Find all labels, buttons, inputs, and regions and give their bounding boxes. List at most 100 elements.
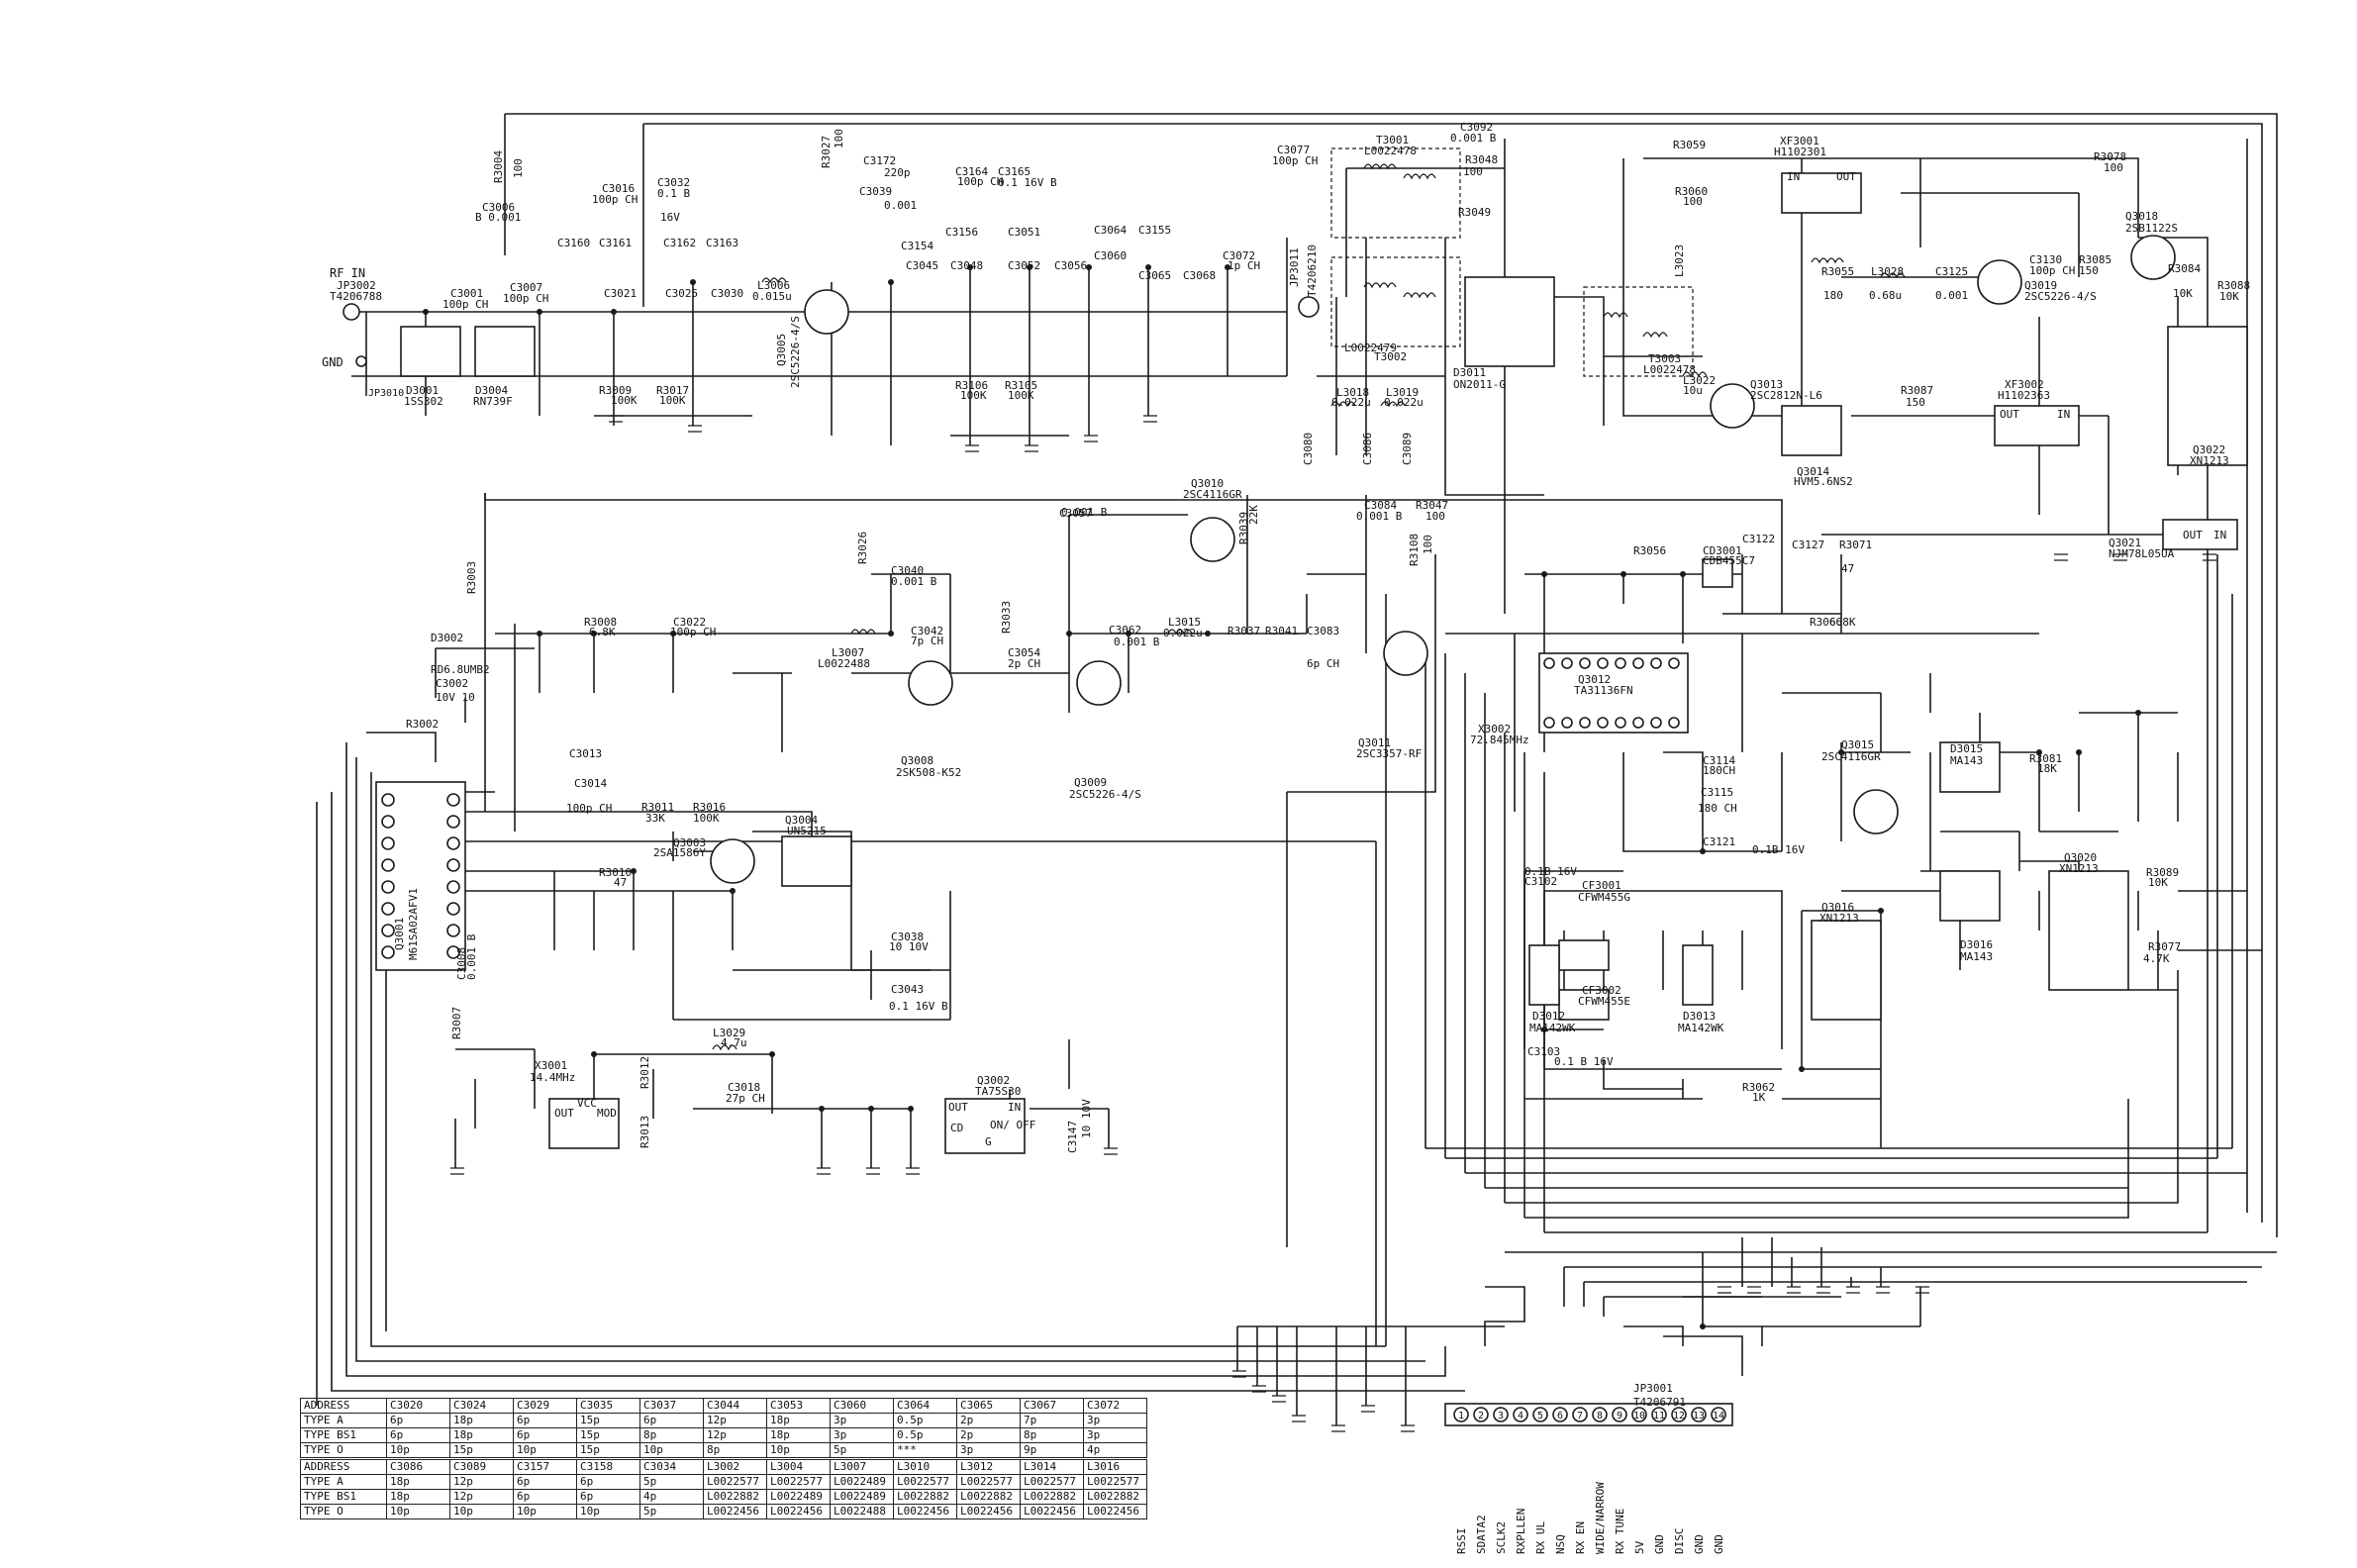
label-c3103: C3103 <box>1527 1045 1560 1058</box>
label-q3005p: 2SC5226-4/S <box>789 316 802 388</box>
label-c3065: C3065 <box>1138 269 1171 282</box>
table-cell: L0022456 <box>766 1504 831 1519</box>
table-cell: 10p <box>513 1442 577 1458</box>
label-c3038: C3038 <box>891 931 924 943</box>
label-c3162: C3162 <box>663 237 696 249</box>
connector-pin-label: RXPLLEN <box>1515 1508 1527 1554</box>
table-cell: *** <box>893 1442 957 1458</box>
rf-input-jack <box>343 303 360 321</box>
label-c3018: C3018 <box>728 1081 760 1094</box>
label-l3029v: 4.7u <box>721 1036 747 1049</box>
label-r3071v: 47 <box>1841 562 1854 575</box>
label-r3008: R3008 <box>584 616 617 629</box>
label-d3012p: MA142WK <box>1529 1022 1576 1034</box>
label-c3154: C3154 <box>901 240 933 252</box>
label-q3015: Q3015 <box>1841 738 1874 751</box>
table-header-cell: C3034 <box>639 1459 704 1475</box>
table-header-cell: C3029 <box>513 1398 577 1414</box>
label-c3014v: 100p CH <box>566 802 612 815</box>
label-d3016: D3016 <box>1960 938 1993 951</box>
label-d3004: D3004 <box>475 384 508 397</box>
label-r3039v: 22K <box>1247 505 1260 525</box>
label-c3060: C3060 <box>1094 249 1127 262</box>
table-cell: L0022577 <box>893 1474 957 1490</box>
table-header-cell: L3012 <box>956 1459 1021 1475</box>
label-c3103v: 0.1 B 16V <box>1554 1055 1614 1068</box>
label-q3022: Q3022 <box>2193 443 2225 456</box>
label-xf3001: XF3001 <box>1780 135 1819 147</box>
varactor-q3014 <box>1781 405 1842 456</box>
table-header-cell: L3004 <box>766 1459 831 1475</box>
inductors <box>712 163 1906 1051</box>
label-q3008: Q3008 <box>901 754 933 767</box>
label-c3022v: 100p CH <box>670 626 716 638</box>
label-q2_out: OUT <box>948 1101 968 1114</box>
label-c3045: C3045 <box>906 259 938 272</box>
label-c3125: C3125 <box>1935 265 1968 278</box>
label-q3008p: 2SK508-K52 <box>896 766 961 779</box>
label-d3011: D3011 <box>1453 366 1486 379</box>
label-c3054v: 2p CH <box>1008 657 1040 670</box>
table-cell: 18p <box>766 1427 831 1443</box>
table-cell: TYPE BS1 <box>300 1427 387 1443</box>
label-q3012p: TA31136FN <box>1574 684 1633 697</box>
gnd-label: GND <box>322 355 344 369</box>
table-header-cell: C3064 <box>893 1398 957 1414</box>
label-r3060v: 100 <box>1683 195 1703 208</box>
label-d3013: D3013 <box>1683 1010 1716 1023</box>
label-c3083v: 6p CH <box>1307 657 1339 670</box>
table-cell: 12p <box>703 1427 767 1443</box>
label-r3037: R3037 <box>1228 625 1260 637</box>
label-r3011v: 33K <box>645 812 665 825</box>
label-r3055v: 180 <box>1823 289 1843 302</box>
diode-d3004 <box>474 326 536 377</box>
connector-pin-label: SCLK2 <box>1495 1520 1508 1554</box>
label-c3007: C3007 <box>510 281 542 294</box>
t4206788-label: T4206788 <box>330 290 382 303</box>
label-l3007v: L0022488 <box>818 657 870 670</box>
table-header-cell: L3002 <box>703 1459 767 1475</box>
table-cell: 10p <box>449 1504 514 1519</box>
label-c3084v: 0.001 B <box>1356 510 1403 523</box>
label-xf2_out: OUT <box>2000 408 2019 421</box>
label-c3155: C3155 <box>1138 224 1171 237</box>
label-r3004: R3004 <box>492 150 505 183</box>
table-cell: 15p <box>449 1442 514 1458</box>
label-c3039v: 0.001 <box>884 199 917 212</box>
label-r3007: R3007 <box>450 1007 463 1039</box>
label-c3030: C3030 <box>711 287 743 300</box>
label-c3006v: B 0.001 <box>475 211 521 224</box>
label-c3007v: 100p CH <box>503 292 548 305</box>
table-cell: 15p <box>576 1413 640 1428</box>
label-t3001p: L0022478 <box>1364 145 1417 157</box>
mixer-d3011 <box>1464 276 1555 367</box>
label-r3010: R3010 <box>599 866 632 879</box>
label-c3160: C3160 <box>557 237 590 249</box>
table-cell: 6p <box>576 1474 640 1490</box>
label-c3121: C3121 <box>1703 835 1735 848</box>
label-c3054: C3054 <box>1008 646 1040 659</box>
label-d3015p: MA143 <box>1950 754 1983 767</box>
transistor-q3009 <box>1076 660 1122 706</box>
table-header-cell: C3035 <box>576 1398 640 1414</box>
label-q3003p: 2SA1586Y <box>653 846 706 859</box>
table-cell: L0022577 <box>1020 1474 1084 1490</box>
label-c3025: C3025 <box>665 287 698 300</box>
transistor-q3005 <box>804 289 849 335</box>
label-x_vcc: VCC <box>577 1097 597 1110</box>
label-q2_cd: CD <box>950 1122 963 1134</box>
label-r3013: R3013 <box>638 1116 651 1148</box>
label-q3009: Q3009 <box>1074 776 1107 789</box>
table-header-cell: C3044 <box>703 1398 767 1414</box>
label-r3106: R3106 <box>955 379 988 392</box>
table-cell: 6p <box>639 1413 704 1428</box>
label-c3032v2: 16V <box>660 211 680 224</box>
table-cell: TYPE A <box>300 1474 387 1490</box>
transistor-q3018 <box>2130 235 2176 280</box>
label-q3022p: XN1213 <box>2190 454 2229 467</box>
label-q3009p: 2SC5226-4/S <box>1069 788 1141 801</box>
label-t3003: T3003 <box>1648 352 1681 365</box>
connector-pin-number: 10 <box>1633 1411 1645 1421</box>
